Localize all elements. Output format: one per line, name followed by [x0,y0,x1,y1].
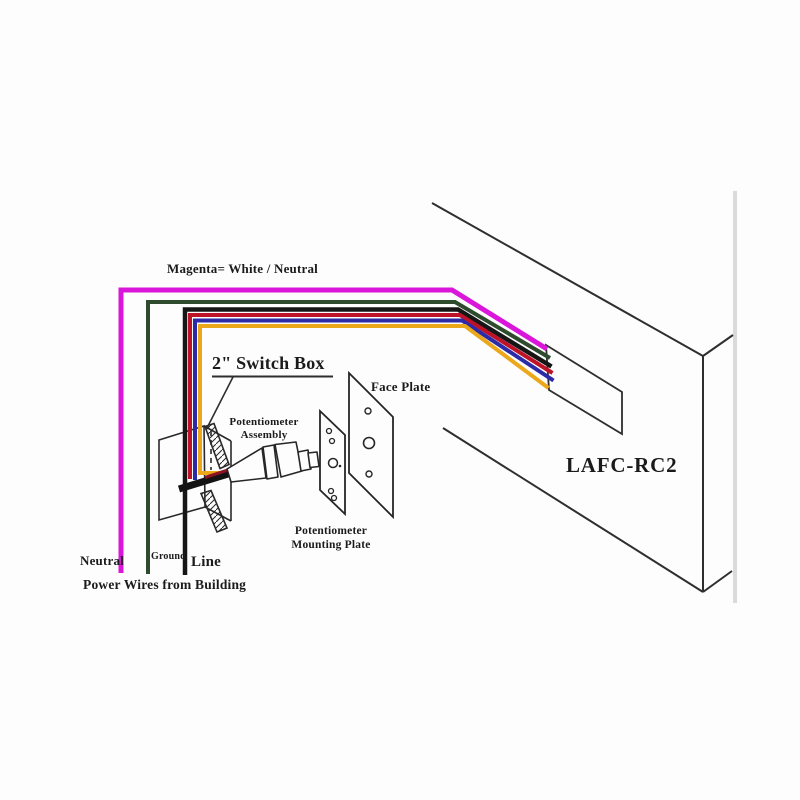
green-ground-wire [146,300,552,574]
mounting-plate-screw-hole [330,494,338,502]
mounting-plate-shaft-hole [327,457,339,469]
potentiometer-assembly-label-line1: Potentiometer [229,416,299,428]
neutral-wire-label: Neutral [80,553,124,568]
line-wire-label: Line [191,554,221,570]
face-plate-label: Face Plate [371,379,431,394]
black-line-wire [182,307,553,575]
blue-wire [193,318,555,480]
yellow-wire [198,324,550,475]
enclosure-bottom-edge [442,427,704,593]
potentiometer-mounting-plate-label-line1: Potentiometer [294,525,368,537]
face-plate [348,370,394,520]
switch-box-label: 2" Switch Box [212,353,325,373]
lafc-rc2-enclosure [431,191,737,603]
device-name-label: LAFC-RC2 [566,453,678,477]
face-plate-screw-hole [365,470,373,478]
callouts [206,375,333,429]
potentiometer-assembly [226,441,320,483]
potentiometer-mounting-plate-label-line2: Mounting Plate [291,538,371,551]
enclosure-top-right-edge [702,334,734,357]
potentiometer-assembly-label-line2: Assembly [240,429,288,441]
switch-box-top-mounting-ear [203,422,231,470]
switch-box [158,422,232,534]
wire-entry-slot [544,343,623,436]
magenta-neutral-wire [118,287,549,573]
switch-box-bottom-mounting-ear [199,489,229,534]
face-plate-screw-hole [364,407,372,415]
wire-bundle [177,469,235,493]
potentiometer-mounting-plate [319,408,346,517]
potentiometer-shaft [307,451,320,469]
switch-box-leader-line [206,376,234,429]
ground-wire-label: Ground [151,551,186,562]
enclosure-bottom-right-edge [702,570,733,593]
enclosure-top-edge [431,202,704,357]
mounting-plate-screw-hole [327,487,335,495]
potentiometer-body [274,441,303,478]
mounting-plate-screw-hole [325,427,333,435]
magenta-note-label: Magenta= White / Neutral [167,261,318,276]
wires [118,287,555,575]
mounting-plate-screw-hole [328,437,336,445]
potentiometer-assembly-label: Potentiometer Assembly [222,416,306,442]
red-wire [188,313,554,479]
potentiometer-cone [226,447,267,483]
potentiometer-mounting-plate-label: Potentiometer Mounting Plate [278,525,384,552]
face-plate-shaft-hole [362,436,376,450]
power-wires-label: Power Wires from Building [83,577,247,592]
mounting-plate-index-dot [338,464,342,468]
potentiometer-ring [262,444,279,480]
